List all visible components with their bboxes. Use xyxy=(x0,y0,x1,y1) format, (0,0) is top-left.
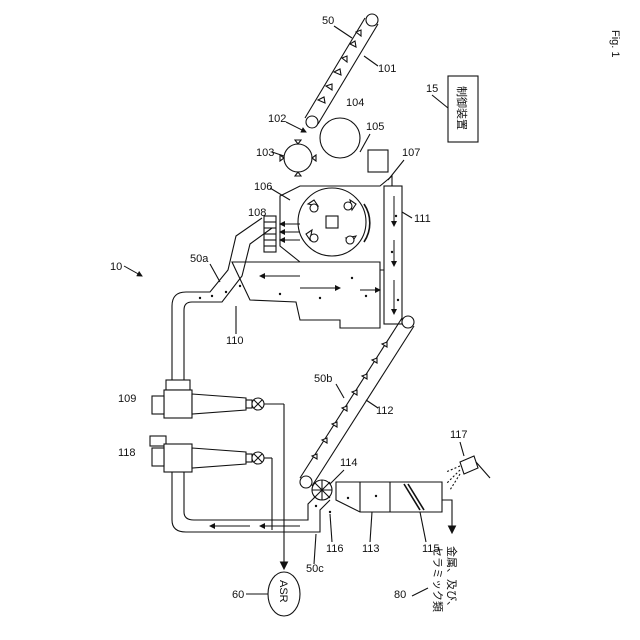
ref-108: 108 xyxy=(248,207,266,219)
ref-116: 116 xyxy=(326,543,344,555)
ref-113: 113 xyxy=(362,543,380,555)
ref-114: 114 xyxy=(340,457,358,469)
ref-107: 107 xyxy=(402,147,420,159)
sorter-113 xyxy=(336,482,442,512)
ref-50b: 50b xyxy=(314,373,332,385)
controller-box: 制御装置 xyxy=(448,76,478,142)
ref-60: 60 xyxy=(232,589,244,601)
ref-15: 15 xyxy=(426,83,438,95)
cyclone-109 xyxy=(152,380,264,418)
drum-114 xyxy=(312,480,332,500)
roller-104 xyxy=(320,118,360,158)
ref-105: 105 xyxy=(366,121,384,133)
cyclone-118 xyxy=(150,436,264,472)
grate-108 xyxy=(264,216,276,252)
figure-label: Fig. 1 xyxy=(609,30,621,58)
gear-roller-103 xyxy=(280,140,316,176)
ref-118: 118 xyxy=(118,447,136,459)
ref-112: 112 xyxy=(376,405,394,417)
ref-103: 103 xyxy=(256,147,274,159)
ref-80: 80 xyxy=(394,589,406,601)
asr-output: ASR xyxy=(268,572,300,616)
ref-101: 101 xyxy=(378,63,396,75)
ref-50: 50 xyxy=(322,15,334,27)
ref-106: 106 xyxy=(254,181,272,193)
output-label-line1: 金属、及び、 xyxy=(445,546,459,612)
ref-110: 110 xyxy=(226,335,244,347)
discharge-111 xyxy=(384,186,402,324)
ref-104: 104 xyxy=(346,97,364,109)
controller-label: 制御装置 xyxy=(455,86,469,130)
ref-50a: 50a xyxy=(190,253,209,265)
output-label-line2: セラミック類 xyxy=(431,546,444,612)
ref-50c: 50c xyxy=(306,563,324,575)
ref-111: 111 xyxy=(414,213,431,225)
air-classifier xyxy=(232,262,380,328)
ref-109: 109 xyxy=(118,393,136,405)
asr-label: ASR xyxy=(277,580,289,603)
nozzle-117 xyxy=(446,456,490,490)
ref-102: 102 xyxy=(268,113,286,125)
ref-117: 117 xyxy=(450,429,468,441)
ref-10: 10 xyxy=(110,261,122,273)
